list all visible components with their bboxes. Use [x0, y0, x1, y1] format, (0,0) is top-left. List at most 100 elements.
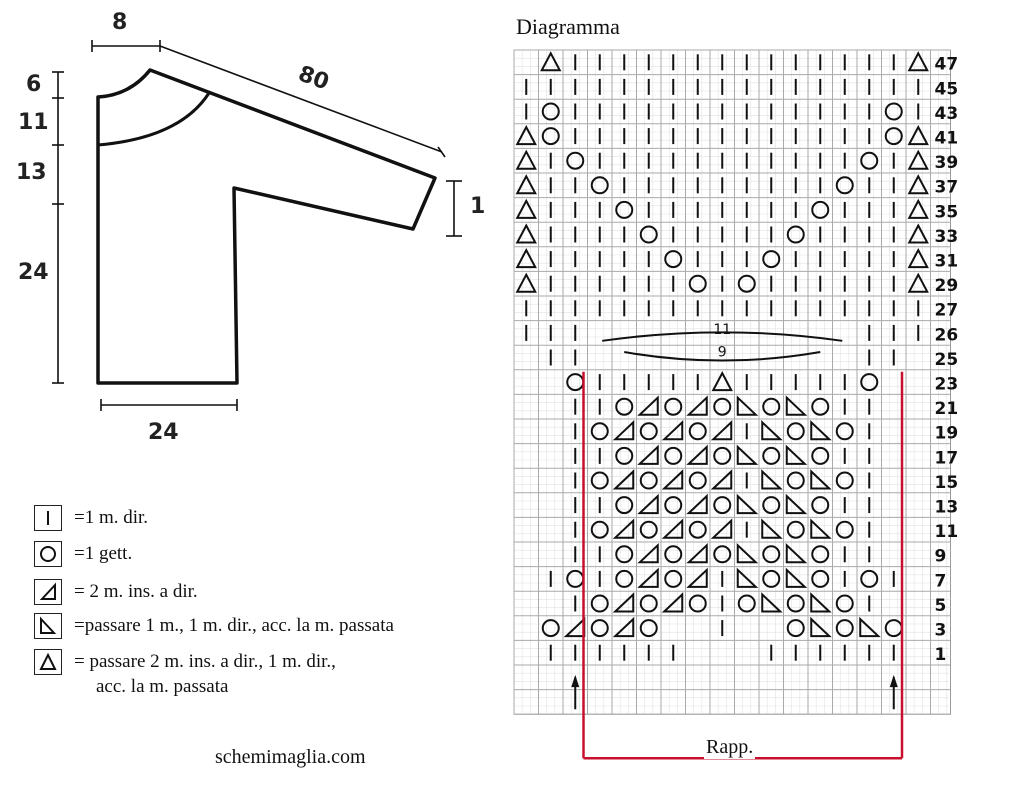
- k2tog-mark: [637, 444, 659, 465]
- row-number: 41: [935, 128, 959, 148]
- yarn-over-mark: [590, 422, 609, 441]
- legend-text-continued: acc. la m. passata: [96, 676, 229, 697]
- yarn-over-mark: [615, 569, 634, 588]
- yarn-over-mark: [762, 569, 781, 588]
- dimension-cuff: 1: [470, 194, 486, 219]
- chart-grid: [513, 49, 951, 715]
- skpo-mark: [810, 616, 832, 638]
- k2tog-mark: [637, 395, 659, 416]
- chart-title: Diagramma: [516, 14, 620, 39]
- yarn-over-mark: [566, 151, 585, 170]
- yarn-over-mark: [811, 397, 830, 416]
- yarn-over-mark: [688, 594, 707, 613]
- right-slant-triangle-icon: [34, 579, 62, 605]
- yarn-over-mark: [639, 225, 658, 244]
- row-number: 15: [935, 473, 959, 493]
- s2kpo-mark: [515, 124, 537, 146]
- skpo-mark: [785, 567, 808, 588]
- s2kpo-mark: [515, 198, 537, 219]
- yarn-over-mark: [884, 127, 903, 146]
- brace-lower: [624, 351, 821, 362]
- brace-label-upper: 11: [713, 322, 731, 338]
- skpo-mark: [810, 469, 832, 490]
- k2tog-mark: [612, 469, 635, 490]
- legend-text: =1 gett.: [74, 543, 133, 564]
- yarn-over-mark: [737, 594, 756, 613]
- k2tog-mark: [686, 444, 708, 465]
- row-number: 1: [935, 645, 947, 665]
- yarn-over-mark: [713, 446, 732, 465]
- yarn-over-mark: [762, 496, 781, 515]
- yarn-over-mark: [811, 545, 830, 564]
- k2tog-mark: [661, 419, 684, 441]
- row-number: 19: [935, 424, 959, 444]
- yarn-over-mark: [835, 619, 854, 638]
- legend-text: =passare 1 m., 1 m. dir., acc. la m. pas…: [74, 615, 394, 636]
- yarn-over-mark: [811, 569, 830, 588]
- row-number: 37: [935, 178, 959, 198]
- yarn-over-mark: [541, 102, 560, 121]
- row-number: 26: [935, 325, 959, 345]
- k2tog-mark: [710, 469, 733, 490]
- k2tog-mark: [637, 567, 659, 588]
- row-number: 25: [935, 350, 959, 370]
- yarn-over-mark: [541, 619, 560, 638]
- left-slant-triangle-icon: [34, 613, 62, 639]
- k2tog-mark: [661, 518, 684, 539]
- yarn-over-mark: [639, 594, 658, 613]
- row-number: 23: [935, 374, 959, 394]
- s2kpo-mark: [907, 272, 929, 293]
- row-number: 11: [935, 522, 959, 542]
- legend-row-s2kpo: = passare 2 m. ins. a dir., 1 m. dir.,: [34, 648, 336, 676]
- skpo-mark: [736, 444, 759, 465]
- skpo-mark: [810, 419, 832, 441]
- chart-symbols: [515, 51, 929, 661]
- skpo-mark: [736, 395, 759, 416]
- yarn-over-mark: [762, 545, 781, 564]
- yarn-over-mark: [835, 594, 854, 613]
- row-number: 29: [935, 276, 959, 296]
- yarn-over-mark: [688, 520, 707, 539]
- legend-row-knit: =1 m. dir.: [34, 504, 148, 532]
- yarn-over-mark: [835, 422, 854, 441]
- yarn-over-mark: [639, 619, 658, 638]
- yarn-over-mark: [639, 422, 658, 441]
- k2tog-mark: [686, 542, 708, 564]
- yarn-over-mark: [713, 545, 732, 564]
- yarn-over-mark: [786, 225, 805, 244]
- s2kpo-mark: [711, 370, 733, 392]
- row-number: 47: [935, 55, 959, 75]
- s2kpo-mark: [907, 223, 929, 244]
- s2kpo-mark: [515, 223, 537, 244]
- k2tog-mark: [686, 395, 708, 416]
- yarn-over-mark: [811, 496, 830, 515]
- dimension-neck-depth: 6: [26, 72, 42, 97]
- yarn-over-mark: [762, 446, 781, 465]
- k2tog-mark: [661, 592, 684, 613]
- legend-text: =1 m. dir.: [74, 507, 149, 528]
- k2tog-mark: [612, 616, 635, 638]
- k2tog-mark: [710, 518, 733, 539]
- row-number: 35: [935, 202, 959, 222]
- garment-outline: [96, 68, 437, 385]
- row-number: 3: [935, 620, 947, 640]
- yarn-over-mark: [737, 274, 756, 293]
- s2kpo-mark: [540, 51, 562, 72]
- skpo-mark: [761, 419, 783, 441]
- vertical-bar-icon: [34, 505, 62, 531]
- dimension-yoke: 11: [18, 110, 49, 135]
- k2tog-mark: [637, 542, 659, 564]
- start-arrow-head-left: [571, 674, 580, 688]
- yarn-over-mark: [615, 200, 634, 219]
- row-number: 7: [935, 571, 947, 591]
- yarn-over-mark: [590, 471, 609, 490]
- skpo-mark: [761, 469, 783, 490]
- skpo-mark: [785, 444, 808, 465]
- yarn-over-mark: [860, 569, 879, 588]
- skpo-mark: [736, 542, 759, 564]
- s2kpo-mark: [907, 198, 929, 219]
- brace-label-lower: 9: [718, 344, 727, 360]
- skpo-mark: [785, 542, 808, 564]
- yarn-over-mark: [590, 520, 609, 539]
- skpo-mark: [785, 395, 808, 416]
